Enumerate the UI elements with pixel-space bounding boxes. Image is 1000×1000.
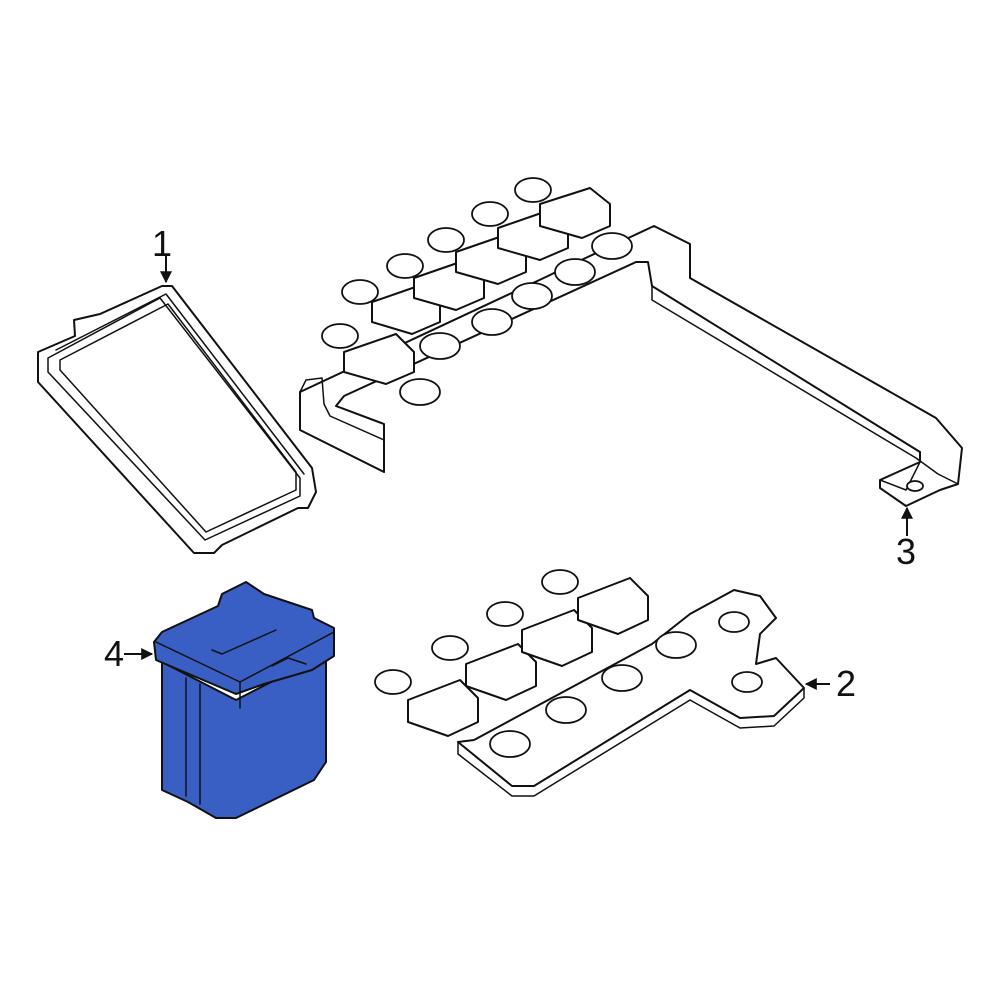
callout-3: 3	[896, 506, 916, 572]
fuse-block-bracket-large[interactable]	[299, 177, 963, 507]
callout-1: 1	[152, 223, 172, 284]
cartridge-fuse[interactable]	[153, 581, 335, 819]
svg-text:4: 4	[104, 633, 124, 674]
callout-4: 4	[104, 633, 154, 674]
callout-2: 2	[804, 663, 856, 704]
svg-text:1: 1	[152, 223, 172, 264]
svg-text:3: 3	[896, 531, 916, 572]
svg-text:2: 2	[836, 663, 856, 704]
fuse-block-small[interactable]	[374, 569, 805, 797]
fuse-box-cover[interactable]	[37, 285, 317, 554]
